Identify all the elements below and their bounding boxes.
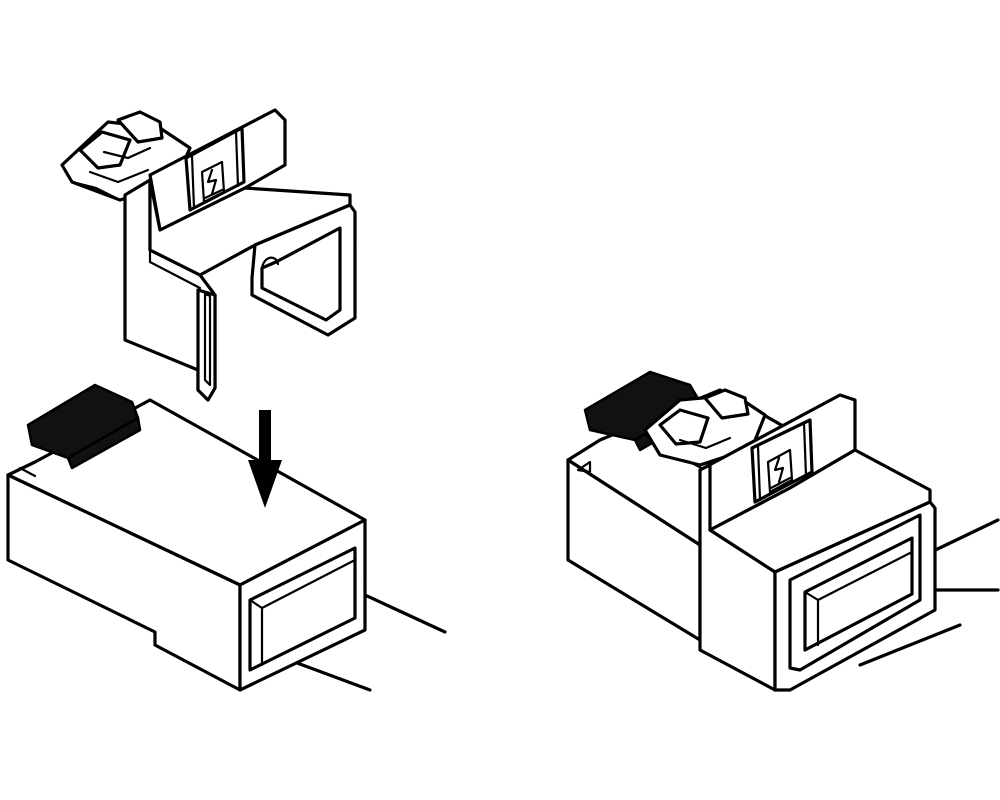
right-panel [566, 370, 1000, 692]
right-clip-latch [643, 388, 767, 472]
right-cable [858, 518, 1000, 667]
left-latch-tab [26, 383, 142, 470]
left-lock-clip [60, 108, 357, 402]
lightning-warning-icon [766, 448, 794, 494]
left-panel [6, 108, 447, 692]
lightning-warning-icon [200, 160, 226, 204]
right-lock-clip [698, 393, 937, 692]
arrow-down-icon [248, 410, 282, 508]
